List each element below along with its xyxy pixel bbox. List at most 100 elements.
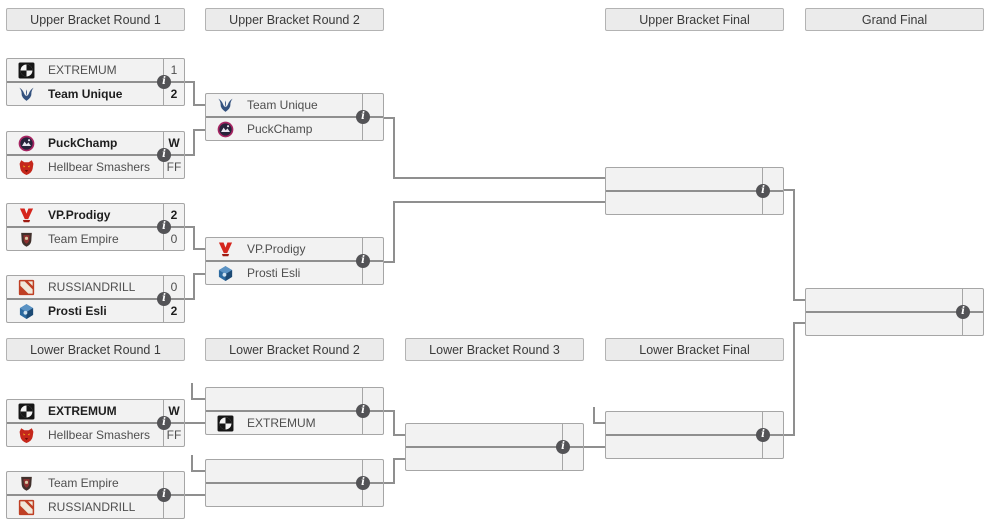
bracket-connector xyxy=(193,226,195,250)
team-row[interactable] xyxy=(606,436,783,458)
team-unique-logo-icon xyxy=(217,97,234,114)
match-ub-r2-m2: VP.Prodigy Prosti Esli xyxy=(205,237,384,285)
puckchamp-logo-icon xyxy=(18,135,35,152)
header-lower-bracket-round-1: Lower Bracket Round 1 xyxy=(6,338,185,361)
bracket-connector xyxy=(184,81,195,83)
match-info-icon[interactable] xyxy=(356,476,370,490)
team-row[interactable]: VP.Prodigy 2 xyxy=(7,204,184,228)
bracket-connector xyxy=(184,298,195,300)
bracket-connector xyxy=(593,407,595,424)
bracket-connector xyxy=(393,410,395,436)
bracket-connector xyxy=(384,482,395,484)
bracket-connector xyxy=(784,189,795,191)
match-info-icon[interactable] xyxy=(556,440,570,454)
team-name: Team Empire xyxy=(48,232,119,246)
team-row[interactable]: EXTREMUM 1 xyxy=(7,59,184,83)
team-row[interactable]: Team Unique 2 xyxy=(7,83,184,105)
hellbear-logo-icon xyxy=(18,427,35,444)
match-ub-r1-m3: VP.Prodigy 2 Team Empire 0 xyxy=(6,203,185,251)
match-info-icon[interactable] xyxy=(356,254,370,268)
team-row[interactable]: RUSSIANDRILL 0 xyxy=(7,276,184,300)
team-row[interactable]: Team Empire xyxy=(7,472,184,496)
bracket-connector xyxy=(593,422,605,424)
team-name: Team Unique xyxy=(48,87,123,101)
team-name: Prosti Esli xyxy=(247,266,301,280)
match-lb-r2-m1: EXTREMUM xyxy=(205,387,384,435)
bracket-connector xyxy=(193,273,205,275)
team-row[interactable] xyxy=(406,424,583,448)
team-row[interactable] xyxy=(806,289,983,313)
match-info-icon[interactable] xyxy=(756,428,770,442)
team-row[interactable]: Team Unique xyxy=(206,94,383,118)
match-lb-r2-m2 xyxy=(205,459,384,507)
match-lb-r1-m1: EXTREMUM W Hellbear Smashers FF xyxy=(6,399,185,447)
team-row[interactable] xyxy=(206,484,383,506)
bracket-connector xyxy=(191,398,205,400)
team-name: RUSSIANDRILL xyxy=(48,280,136,294)
header-grand-final: Grand Final xyxy=(805,8,984,31)
team-row[interactable]: RUSSIANDRILL xyxy=(7,496,184,518)
bracket-connector xyxy=(393,117,395,179)
header-upper-bracket-final: Upper Bracket Final xyxy=(605,8,784,31)
team-name: RUSSIANDRILL xyxy=(48,500,136,514)
team-score xyxy=(762,192,783,214)
team-row[interactable] xyxy=(606,192,783,214)
team-row[interactable]: EXTREMUM W xyxy=(7,400,184,424)
bracket-connector xyxy=(793,322,805,324)
match-lb-r1-m2: Team Empire RUSSIANDRILL xyxy=(6,471,185,519)
team-row[interactable] xyxy=(206,460,383,484)
match-info-icon[interactable] xyxy=(356,404,370,418)
team-name: PuckChamp xyxy=(247,122,313,136)
match-info-icon[interactable] xyxy=(157,292,171,306)
bracket-connector xyxy=(193,273,195,300)
team-score: FF xyxy=(163,156,184,178)
match-info-icon[interactable] xyxy=(956,305,970,319)
team-row[interactable]: Team Empire 0 xyxy=(7,228,184,250)
bracket-connector xyxy=(393,201,605,203)
team-empire-logo-icon xyxy=(18,475,35,492)
match-info-icon[interactable] xyxy=(756,184,770,198)
team-row[interactable] xyxy=(806,313,983,335)
team-name: EXTREMUM xyxy=(48,404,117,418)
match-info-icon[interactable] xyxy=(157,488,171,502)
team-score: W xyxy=(163,132,184,154)
team-row[interactable] xyxy=(206,388,383,412)
team-row[interactable]: VP.Prodigy xyxy=(206,238,383,262)
team-row[interactable]: EXTREMUM xyxy=(206,412,383,434)
team-row[interactable] xyxy=(606,168,783,192)
team-score xyxy=(362,388,383,410)
team-row[interactable] xyxy=(406,448,583,470)
match-ub-final xyxy=(605,167,784,215)
extremum-logo-icon xyxy=(18,403,35,420)
team-score xyxy=(362,238,383,260)
team-score xyxy=(362,484,383,506)
match-lb-final xyxy=(605,411,784,459)
puckchamp-logo-icon xyxy=(217,121,234,138)
team-row[interactable]: PuckChamp W xyxy=(7,132,184,156)
team-row[interactable]: Prosti Esli xyxy=(206,262,383,284)
team-row[interactable] xyxy=(606,412,783,436)
prosti-esli-logo-icon xyxy=(217,265,234,282)
bracket-connector xyxy=(384,261,395,263)
team-row[interactable]: PuckChamp xyxy=(206,118,383,140)
bracket-connector xyxy=(793,299,805,301)
match-info-icon[interactable] xyxy=(157,148,171,162)
team-name: EXTREMUM xyxy=(247,416,316,430)
match-info-icon[interactable] xyxy=(356,110,370,124)
bracket-connector xyxy=(193,104,205,106)
extremum-logo-icon xyxy=(217,415,234,432)
match-ub-r1-m4: RUSSIANDRILL 0 Prosti Esli 2 xyxy=(6,275,185,323)
match-info-icon[interactable] xyxy=(157,220,171,234)
team-score xyxy=(362,94,383,116)
team-row[interactable]: Hellbear Smashers FF xyxy=(7,156,184,178)
bracket-connector xyxy=(184,154,195,156)
header-lower-bracket-final: Lower Bracket Final xyxy=(605,338,784,361)
match-info-icon[interactable] xyxy=(157,416,171,430)
team-row[interactable]: Hellbear Smashers FF xyxy=(7,424,184,446)
match-ub-r1-m2: PuckChamp W Hellbear Smashers FF xyxy=(6,131,185,179)
team-score xyxy=(762,436,783,458)
team-row[interactable]: Prosti Esli 2 xyxy=(7,300,184,322)
bracket-connector xyxy=(193,81,195,106)
match-info-icon[interactable] xyxy=(157,75,171,89)
team-name: VP.Prodigy xyxy=(247,242,306,256)
